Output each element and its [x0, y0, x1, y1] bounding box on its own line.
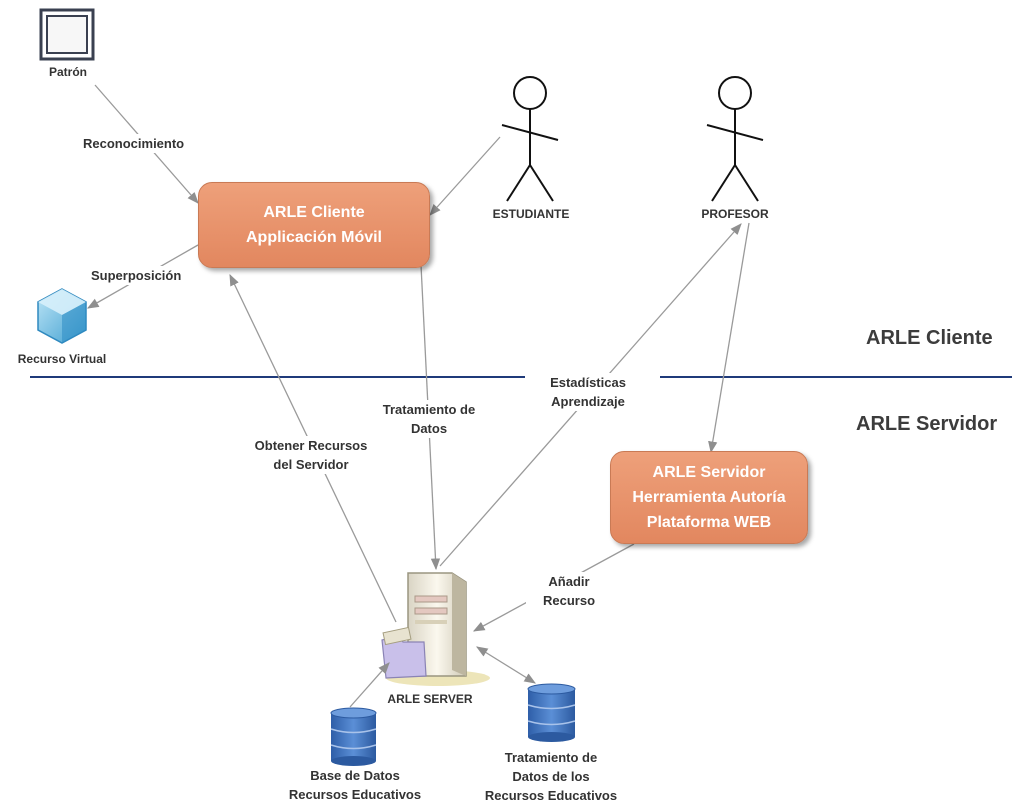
db-tratamiento-label-line3: Recursos Educativos	[484, 788, 618, 803]
edge-label-estadisticas-line2: Aprendizaje	[551, 394, 625, 409]
edge-label-obtener-line2: del Servidor	[273, 457, 349, 472]
arle-server-label: ARLE SERVER	[387, 692, 473, 706]
zone-label-cliente: ARLE Cliente	[866, 327, 993, 349]
edge-label-obtener: Obtener Recursos del Servidor	[240, 436, 382, 474]
arle-cliente-box-line2: Applicación Móvil	[245, 229, 382, 246]
edge-label-tratamiento: Tratamiento de Datos	[366, 400, 492, 438]
edge-label-estadisticas: Estadísticas Aprendizaje	[530, 373, 646, 411]
estudiante-stick-figure-icon	[501, 76, 559, 202]
edge-db-recursos	[349, 662, 390, 708]
arle-servidor-box-line3: Plataforma WEB	[646, 514, 772, 531]
arle-cliente-box: ARLE Cliente Applicación Móvil	[198, 182, 430, 268]
edge-label-reconocimiento: Reconocimiento	[80, 134, 188, 153]
edge-label-obtener-line1: Obtener Recursos	[254, 438, 368, 453]
edge-label-estadisticas-line1: Estadísticas	[550, 375, 626, 390]
edge-label-anadir-line1: Añadir	[548, 574, 590, 589]
db-recursos-label-line1: Base de Datos	[310, 768, 400, 783]
edge-label-anadir: Añadir Recurso	[526, 572, 612, 610]
db-recursos-icon	[330, 707, 377, 766]
arle-servidor-box: ARLE Servidor Herramienta Autoría Plataf…	[610, 451, 808, 544]
folder-icon	[381, 626, 427, 679]
estudiante-label: ESTUDIANTE	[492, 207, 570, 221]
recurso-virtual-label: Recurso Virtual	[17, 352, 107, 366]
edge-label-tratamiento-line1: Tratamiento de	[382, 402, 476, 417]
db-recursos-label-line2: Recursos Educativos	[288, 787, 422, 802]
db-tratamiento-label-line2: Datos de los	[512, 769, 590, 784]
zone-label-servidor: ARLE Servidor	[856, 413, 998, 435]
edge-label-superposicion: Superposición	[88, 266, 185, 285]
arle-servidor-box-line2: Herramienta Autoría	[632, 489, 786, 506]
db-tratamiento-label: Tratamiento de Datos de los Recursos Edu…	[466, 748, 636, 805]
arle-server-icon	[386, 572, 490, 686]
edge-label-tratamiento-line2: Datos	[410, 421, 448, 436]
profesor-label: PROFESOR	[701, 207, 769, 221]
edge-db-tratamiento	[476, 646, 536, 684]
db-recursos-label: Base de Datos Recursos Educativos	[270, 766, 440, 804]
patron-icon	[39, 8, 95, 61]
db-tratamiento-label-line1: Tratamiento de	[504, 750, 598, 765]
recurso-virtual-cube-icon	[37, 288, 87, 344]
arle-cliente-box-line1: ARLE Cliente	[263, 204, 365, 221]
edge-estudiante-to-cliente	[429, 136, 501, 216]
patron-label: Patrón	[48, 65, 87, 79]
db-tratamiento-icon	[527, 683, 576, 742]
profesor-stick-figure-icon	[706, 76, 764, 202]
edge-profesor-to-servidor	[708, 222, 750, 454]
edge-label-anadir-line2: Recurso	[542, 593, 596, 608]
arle-servidor-box-line1: ARLE Servidor	[652, 464, 766, 481]
